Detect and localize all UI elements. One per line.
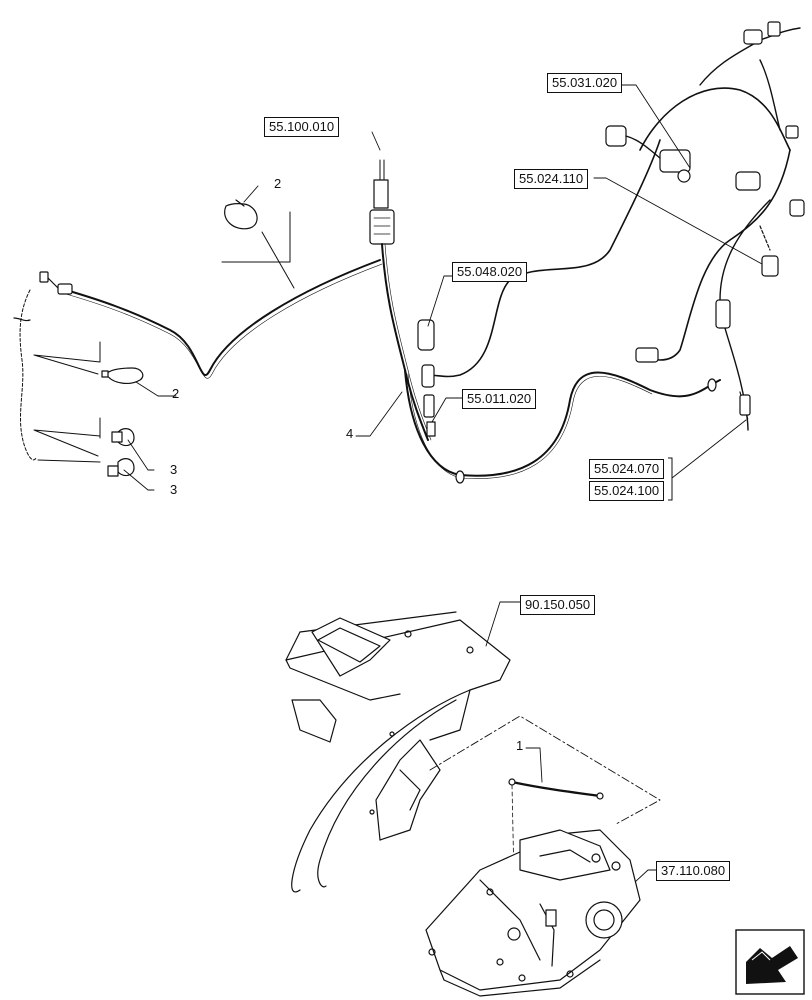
ref-box-55-048-020[interactable]: 55.048.020 <box>452 262 528 282</box>
ref-box-55-031-020[interactable]: 55.031.020 <box>547 73 623 93</box>
callout-1: 1 <box>516 738 524 753</box>
ref-box-55-011-020[interactable]: 55.011.020 <box>462 389 537 409</box>
fender-assembly <box>285 611 511 893</box>
ref-box-90-150-050[interactable]: 90.150.050 <box>520 595 596 615</box>
clip-upper <box>111 428 135 447</box>
cable-tie-lower <box>101 367 144 384</box>
ref-box-55-024-100[interactable]: 55.024.100 <box>589 481 665 501</box>
callout-3-lower: 3 <box>170 482 178 497</box>
ref-box-55-024-070[interactable]: 55.024.070 <box>589 459 665 479</box>
ref-box-55-100-010[interactable]: 55.100.010 <box>264 117 340 137</box>
callout-4: 4 <box>346 426 354 441</box>
next-page-arrow-icon[interactable] <box>735 929 805 995</box>
lift-housing <box>425 829 641 997</box>
ref-box-55-024-110[interactable]: 55.024.110 <box>514 169 589 189</box>
callout-2-lower: 2 <box>172 386 180 401</box>
ref-box-37-110-080[interactable]: 37.110.080 <box>656 861 731 881</box>
cable-tie-upper <box>224 199 258 230</box>
wiring-harness <box>13 21 805 484</box>
leader-lines <box>123 84 763 895</box>
callout-3-upper: 3 <box>170 462 178 477</box>
callout-2-upper: 2 <box>274 176 282 191</box>
clip-lower <box>107 458 135 477</box>
